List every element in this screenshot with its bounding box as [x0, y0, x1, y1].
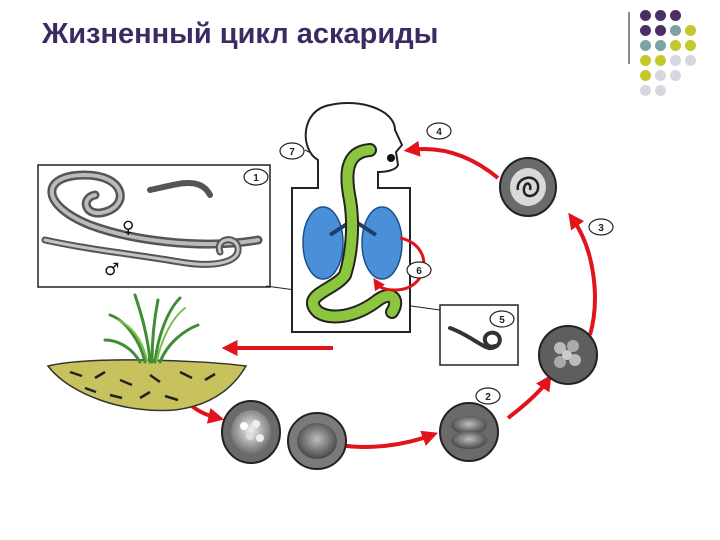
arrow-egg-to-dividing-egg [339, 430, 439, 449]
larva [448, 326, 502, 351]
stage-number-5: 5 [489, 310, 515, 328]
decorative-dot [655, 10, 666, 21]
decorative-dot [655, 55, 666, 66]
decorative-dot [685, 40, 696, 51]
decorative-dot [640, 55, 651, 66]
lung-migration-arrow [373, 236, 426, 292]
stage-number-4: 4 [426, 122, 452, 140]
decorative-dot [640, 70, 651, 81]
decorative-dot [655, 40, 666, 51]
arrow-embryo-to-infective-egg [568, 212, 597, 336]
svg-text:6: 6 [416, 266, 422, 277]
svg-text:3: 3 [598, 223, 604, 234]
svg-text:7: 7 [289, 147, 295, 158]
slide-title: Жизненный цикл аскариды [42, 18, 439, 50]
decorative-dot [640, 10, 651, 21]
svg-text:5: 5 [499, 315, 505, 326]
stage-number-2: 2 [475, 387, 501, 405]
decorative-dot [640, 40, 651, 51]
egg-morula [538, 325, 598, 385]
decorative-dot [655, 85, 666, 96]
egg-with-larva [499, 157, 557, 217]
male-symbol: ♂ [104, 260, 119, 280]
adult-worms-panel: ♀ ♂ [37, 164, 271, 288]
larva-panel [439, 304, 519, 366]
decorative-dot [670, 70, 681, 81]
decorative-dot [670, 55, 681, 66]
egg-fresh [221, 400, 281, 464]
decorative-dot [685, 55, 696, 66]
egg-dividing [439, 402, 499, 462]
egg-single-cell [287, 412, 347, 470]
decorative-dot [655, 70, 666, 81]
decorative-dot [685, 25, 696, 36]
stage-number-3: 3 [588, 218, 614, 236]
decorative-dot [670, 25, 681, 36]
left-lung [302, 206, 344, 280]
stage-number-6: 6 [406, 261, 432, 279]
svg-text:2: 2 [485, 392, 491, 403]
decorative-dot [640, 85, 651, 96]
svg-text:4: 4 [436, 127, 442, 138]
title-divider [628, 12, 630, 64]
arrow-egg-to-mouth [403, 140, 500, 180]
decorative-dot [640, 25, 651, 36]
decorative-dot-grid [640, 10, 720, 105]
arrow-dividing-to-embryo [506, 374, 552, 420]
human-body-outline [291, 101, 411, 333]
decorative-dot [670, 10, 681, 21]
right-lung [361, 206, 403, 280]
stage-number-1: 1 [243, 168, 269, 186]
female-symbol: ♀ [122, 218, 134, 238]
svg-text:1: 1 [253, 173, 259, 184]
decorative-dot [670, 40, 681, 51]
decorative-dot [655, 25, 666, 36]
stage-number-7: 7 [279, 142, 305, 160]
soil-with-grass [46, 293, 248, 412]
